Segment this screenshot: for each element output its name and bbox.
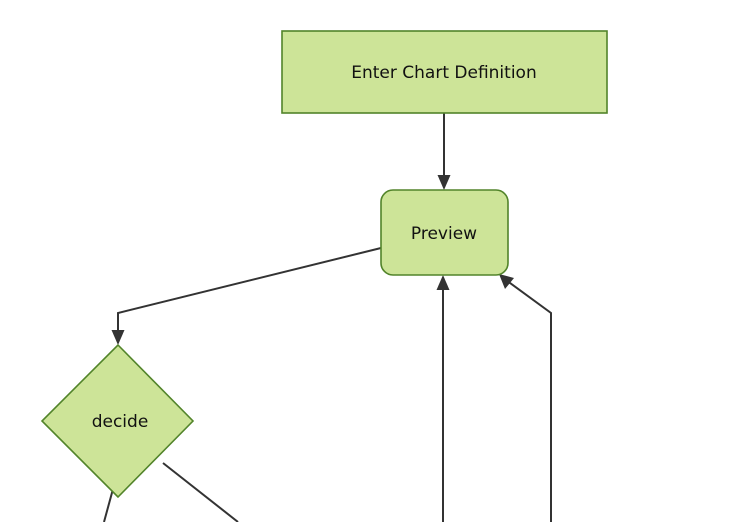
edge-preview-to-decide [111,247,382,345]
node-label-decide: decide [92,412,149,432]
edge-enter-to-preview [437,113,451,190]
node-shape-rectangle[interactable] [281,30,608,114]
node-label-enter-chart-definition: Enter Chart Definition [351,63,536,83]
node-shape-rounded-rectangle[interactable] [380,189,509,276]
node-label-preview: Preview [411,224,477,244]
edge-return-right-to-preview [499,274,552,522]
edge-decide-out-left [103,488,114,522]
arrowhead-icon [437,175,451,190]
edge-line [505,279,552,522]
edge-return-center-to-preview [436,275,450,522]
edge-line [162,462,239,522]
edge-decide-out-right [162,462,239,522]
edge-line [103,488,114,522]
node-shape-diamond[interactable] [40,343,195,499]
arrowhead-icon [111,330,125,345]
edge-line [117,247,382,336]
node-preview[interactable]: Preview [380,189,509,276]
node-enter-chart-definition[interactable]: Enter Chart Definition [281,30,608,114]
arrowhead-icon [436,275,450,290]
arrowhead-icon [499,274,514,289]
node-decide[interactable]: decide [40,343,195,499]
